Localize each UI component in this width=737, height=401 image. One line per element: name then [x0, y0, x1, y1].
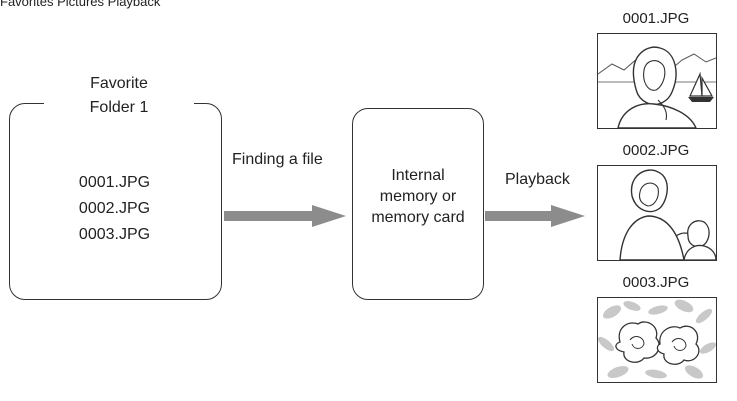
portrait-lake-icon	[598, 46, 716, 128]
folder-file-list: 0001.JPG 0002.JPG 0003.JPG	[9, 170, 220, 248]
thumb-name-2: 0002.JPG	[622, 142, 690, 159]
storage-label-line-2: memory or	[379, 188, 457, 205]
flowers-icon	[598, 299, 716, 379]
folder-file-3: 0003.JPG	[78, 226, 151, 243]
storage-label-line-1: Internal	[391, 167, 445, 184]
folder-title-line-2: Folder 1	[89, 99, 149, 116]
favorite-folder-title: Favorite Folder 1	[44, 72, 194, 120]
storage-label-line-3: memory card	[371, 209, 465, 226]
thumb-name-3: 0003.JPG	[622, 274, 690, 291]
folder-file-1: 0001.JPG	[78, 174, 151, 191]
thumbnail-1	[597, 33, 717, 129]
playback-label: Playback	[505, 171, 570, 188]
finding-file-label: Finding a file	[232, 151, 323, 168]
folder-title-line-1: Favorite	[90, 75, 148, 92]
finding-arrow	[224, 205, 346, 227]
folder-file-2: 0002.JPG	[78, 200, 151, 217]
storage-label: Internal memory or memory card	[352, 165, 484, 228]
storage-box	[352, 108, 484, 300]
favorite-folder-box	[9, 103, 222, 300]
thumbnail-3	[597, 297, 717, 383]
thumbnail-2	[597, 165, 717, 261]
mother-child-icon	[619, 169, 716, 260]
diagram-caption: Favorites Pictures Playback	[0, 0, 161, 9]
playback-arrow	[485, 205, 585, 227]
thumb-name-1: 0001.JPG	[622, 10, 690, 27]
